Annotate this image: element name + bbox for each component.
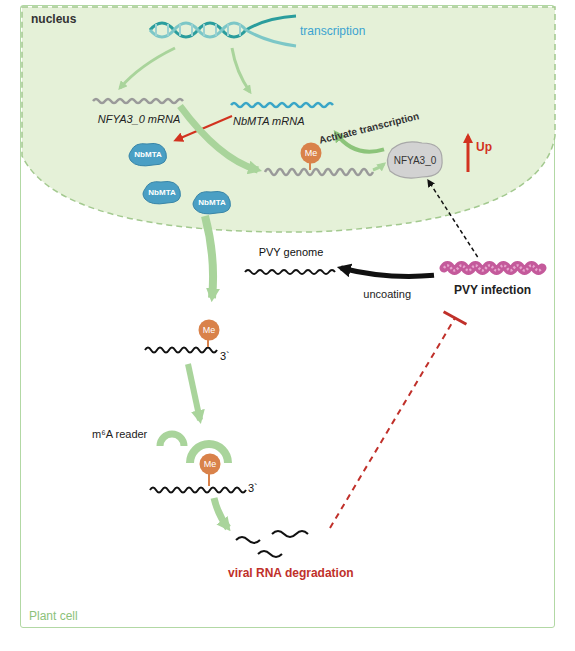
- viral-rna: [145, 348, 217, 353]
- nucleus-label: nucleus: [31, 12, 76, 26]
- process-label: transcription: [300, 24, 365, 38]
- change-label: Up: [476, 140, 492, 154]
- end-label: 3`: [248, 482, 258, 494]
- viral-genome: PVY genome: [241, 246, 341, 282]
- methyl-mark: Me: [198, 319, 220, 341]
- methyl-circle: [301, 143, 322, 164]
- nucleus-region: nucleusNFYA3_0 mRNA NbMTA mRNA NbMTA NbMTA N…: [21, 6, 556, 234]
- methyl-stalk: [208, 474, 210, 486]
- dna-strand: [150, 23, 296, 46]
- methylated-mrna: [265, 169, 373, 175]
- node-shape: [434, 257, 551, 279]
- methyl-mark: Me: [199, 453, 221, 475]
- end-label: 3`: [220, 350, 230, 362]
- transcription-arrow: [120, 48, 175, 88]
- virus-rod: [444, 266, 542, 271]
- virus-texture: [444, 266, 542, 271]
- genome-label: PVY genome: [241, 246, 341, 258]
- dna-strand: [150, 16, 296, 37]
- nfya3-protein: NFYA3_0: [384, 139, 446, 181]
- methyl-label: Me: [300, 142, 322, 164]
- methyl-circle: [200, 454, 221, 475]
- nbmta-protein: NbMTA: [127, 141, 169, 167]
- methyl-mark: Me: [300, 142, 322, 164]
- inhibition-line: [330, 318, 455, 528]
- protein-label: NbMTA: [191, 189, 233, 215]
- mrna-node: NFYA3_0 mRNA: [89, 93, 189, 129]
- translation-arrow: [373, 164, 384, 170]
- protein-label: NbMTA: [141, 179, 183, 205]
- methyl-label: Me: [198, 319, 220, 341]
- outcome-label: viral RNA degradation: [228, 566, 354, 580]
- methyl-stalk: [309, 163, 311, 170]
- up-arrow: [467, 136, 470, 172]
- m6a-reader: [160, 434, 184, 446]
- viral-rna: [150, 488, 246, 493]
- m6a-reader-bound: [190, 444, 228, 463]
- methyl-label: Me: [199, 453, 221, 475]
- node-shape: [241, 264, 341, 280]
- nbmta-protein: NbMTA: [141, 179, 183, 205]
- cell-label: Plant cell: [29, 609, 78, 623]
- mrna-label: NFYA3_0 mRNA: [89, 113, 189, 125]
- connector-arrow: [429, 181, 478, 257]
- virus-particle: PVY infection: [434, 257, 551, 303]
- protein-label: NFYA3_0: [384, 139, 446, 181]
- nucleus-outline: [22, 7, 555, 232]
- transcription-arrow: [232, 48, 250, 92]
- dna-rungs: [156, 24, 240, 36]
- rna-fragment: [272, 531, 308, 537]
- translation-arrow: [176, 116, 232, 140]
- flow-arrow: [214, 498, 228, 528]
- methyl-circle: [199, 320, 220, 341]
- node-shape: [89, 93, 189, 109]
- methyl-stalk: [207, 340, 209, 347]
- mrna-label: NbMTA mRNA: [233, 115, 305, 127]
- rna-fragment: [236, 537, 260, 543]
- connector-arrow: [341, 268, 434, 277]
- mrna-strand: [93, 99, 183, 103]
- mrna-strand: [231, 103, 333, 107]
- protein-label: NbMTA: [127, 141, 169, 167]
- cell-outline: Plant cell nucleusNFYA3_0 mRNA NbMTA mRNA N…: [20, 5, 555, 628]
- flow-arrow: [205, 216, 213, 298]
- mrna-node: NbMTA mRNA: [227, 97, 339, 133]
- rna-strand: [245, 270, 335, 274]
- edge-label: uncoating: [363, 288, 411, 300]
- flow-arrow: [188, 364, 200, 420]
- reader-label: m⁶A reader: [92, 428, 147, 440]
- rna-fragment: [258, 551, 282, 557]
- node-shape: [227, 97, 339, 113]
- nbmta-protein: NbMTA: [191, 189, 233, 215]
- virus-label: PVY infection: [434, 283, 551, 297]
- methylation-arrow: [180, 106, 258, 170]
- inhibition-bar: [444, 312, 467, 324]
